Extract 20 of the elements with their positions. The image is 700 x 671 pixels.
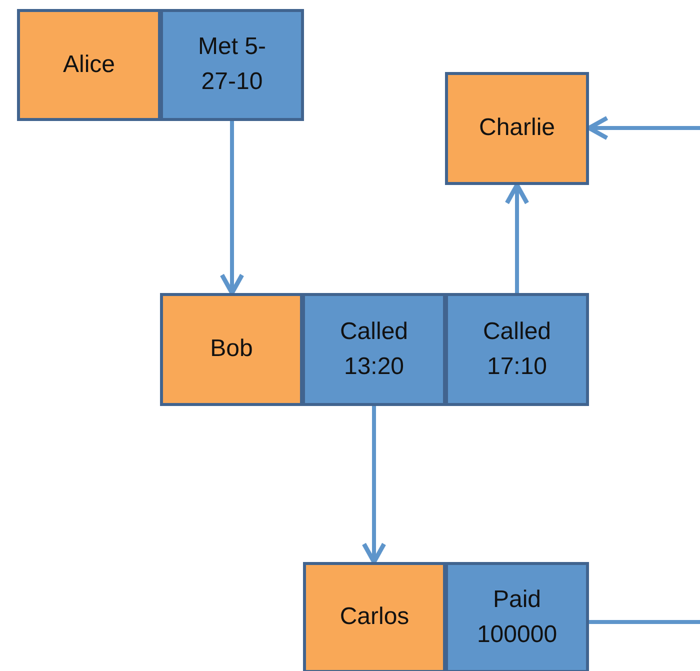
arrow [362,406,386,564]
event-box [445,293,589,406]
name-box [17,9,161,121]
box-label: Met 5-27-10 [196,32,267,97]
box-label: Called 17:10 [482,316,552,382]
name-box [303,562,446,671]
arrow [504,182,530,293]
arrow [220,121,244,296]
name-box [160,293,303,406]
event-box [302,293,446,406]
box-label: Alice [62,50,116,80]
name-box [445,72,589,185]
box-label: Bob [209,334,254,364]
box-label: Paid 100000 [476,584,558,650]
box-label: Charlie [478,113,556,144]
box-label: Called 13:20 [338,316,410,382]
event-box [160,9,304,121]
connector-line [589,620,700,624]
event-box [445,562,589,671]
box-label: Carlos [338,602,410,632]
